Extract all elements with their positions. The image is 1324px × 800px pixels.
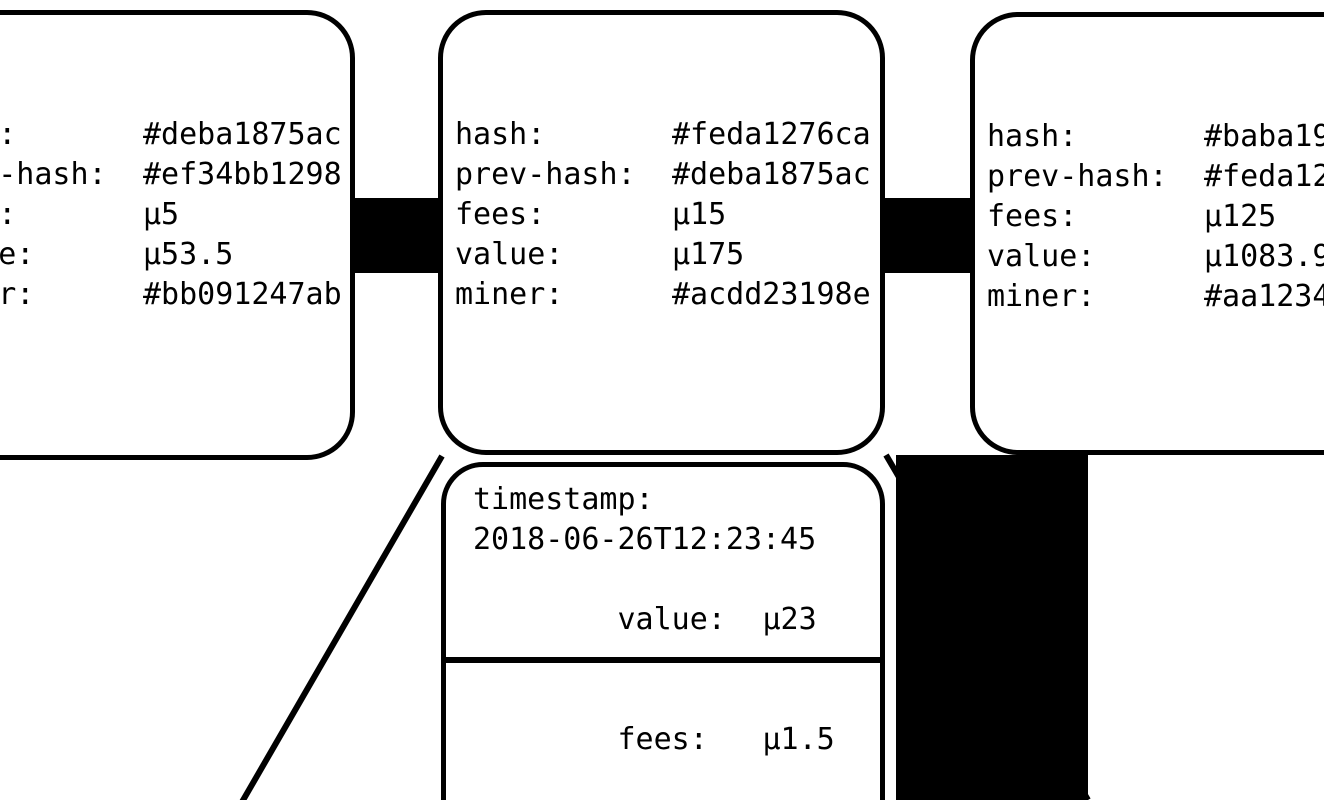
fees-value: µ1.5 (762, 722, 835, 757)
prev-hash-row: prev-hash: #ef34bb1298 (0, 155, 350, 195)
prev-hash-row: prev-hash: #feda12 (987, 157, 1324, 197)
fees-row: fees: µ5 (0, 195, 350, 235)
fees-label: fees: (455, 197, 546, 232)
value-label: value: (617, 602, 726, 637)
hash-label: hash: (0, 117, 17, 152)
fees-value: µ125 (1204, 199, 1277, 234)
fees-value: µ15 (672, 197, 727, 232)
timestamp-value: 2018-06-26T12:23:45 (473, 522, 817, 557)
chain-link-left (353, 198, 440, 273)
block-card-current: hash: #feda1276ca prev-hash: #deba1875ac f… (438, 10, 885, 455)
hash-label: hash: (987, 119, 1078, 154)
hash-row: hash: #feda1276ca (455, 115, 880, 155)
expansion-line-left (239, 454, 445, 800)
fees-label: fees: (617, 722, 708, 757)
fees-label: fees: (987, 199, 1078, 234)
transaction-item: timestamp: 2018-06-26T12:23:45 value: µ23… (446, 480, 880, 800)
expansion-panel-filled (896, 455, 1088, 800)
timestamp-label: timestamp: (473, 482, 654, 517)
value-value: µ53.5 (143, 237, 234, 272)
value-value: µ175 (672, 237, 745, 272)
transactions-panel: timestamp: 2018-06-26T12:23:45 value: µ23… (441, 462, 885, 800)
fees-value: µ5 (143, 197, 180, 232)
miner-value: #aa1234 (1204, 279, 1324, 314)
value-row: value: µ1083.9 (987, 237, 1324, 277)
value-value: µ23 (762, 602, 817, 637)
prev-hash-value: #ef34bb1298 (143, 157, 342, 192)
value-value: µ1083.9 (1204, 239, 1324, 274)
miner-value: #acdd23198e (672, 277, 871, 312)
miner-label: miner: (987, 279, 1096, 314)
prev-hash-row: prev-hash: #deba1875ac (455, 155, 880, 195)
chain-link-right (883, 198, 972, 273)
fees-row: fees: µ125 (987, 197, 1324, 237)
hash-value: #deba1875ac (143, 117, 342, 152)
hash-row: hash: #baba19 (987, 117, 1324, 157)
prev-hash-value: #feda12 (1204, 159, 1324, 194)
prev-hash-value: #deba1875ac (672, 157, 871, 192)
miner-label: miner: (455, 277, 564, 312)
hash-row: hash: #deba1875ac (0, 115, 350, 155)
fees-label: fees: (0, 197, 17, 232)
transaction-divider (441, 657, 885, 663)
value-row: value: µ175 (455, 235, 880, 275)
block-card-previous: hash: #deba1875ac prev-hash: #ef34bb1298 f… (0, 10, 355, 460)
value-label: value: (455, 237, 564, 272)
value-label: value: (987, 239, 1096, 274)
miner-label: miner: (0, 277, 35, 312)
value-row: value: µ23 (446, 560, 880, 680)
hash-value: #baba19 (1204, 119, 1324, 154)
miner-row: miner: #bb091247ab (0, 275, 350, 315)
value-label: value: (0, 237, 35, 272)
prev-hash-label: prev-hash: (987, 159, 1168, 194)
miner-value: #bb091247ab (143, 277, 342, 312)
miner-row: miner: #acdd23198e (455, 275, 880, 315)
fees-row: fees: µ1.5 (446, 680, 880, 800)
prev-hash-label: prev-hash: (0, 157, 107, 192)
hash-label: hash: (455, 117, 546, 152)
value-row: value: µ53.5 (0, 235, 350, 275)
miner-row: miner: #aa1234 (987, 277, 1324, 317)
hash-value: #feda1276ca (672, 117, 871, 152)
prev-hash-label: prev-hash: (455, 157, 636, 192)
fees-row: fees: µ15 (455, 195, 880, 235)
block-card-next: hash: #baba19 prev-hash: #feda12 fees: µ125… (970, 12, 1324, 455)
